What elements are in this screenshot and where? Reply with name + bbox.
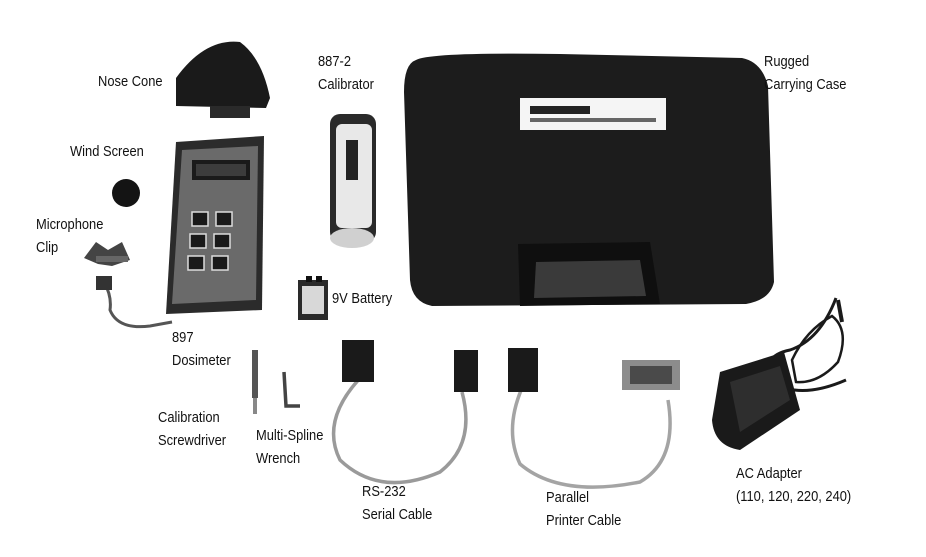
nose-cone-image: [176, 41, 270, 118]
multi-spline-wrench-image: [282, 371, 300, 408]
multi-spline-wrench-label: Multi-Spline Wrench: [256, 427, 324, 467]
microphone-clip-image: [84, 242, 130, 266]
nose-cone-label: Nose Cone: [98, 73, 163, 90]
microphone-clip-label: Microphone Clip: [36, 216, 104, 256]
carrying-case-label: Rugged Carrying Case: [764, 53, 847, 93]
ac-adapter-image: [712, 297, 847, 450]
wind-screen-image: [112, 179, 140, 207]
dosimeter-image: [96, 136, 264, 329]
calibration-screwdriver-image: [252, 350, 258, 414]
battery-label: 9V Battery: [332, 290, 393, 307]
calibrator-label: 887-2 Calibrator: [318, 53, 374, 93]
serial-cable-image: [331, 340, 478, 485]
wind-screen-label: Wind Screen: [70, 143, 144, 160]
ac-adapter-label: AC Adapter (110, 120, 220, 240): [736, 465, 852, 505]
serial-cable-label: RS-232 Serial Cable: [362, 483, 433, 523]
carrying-case-image: [404, 53, 774, 306]
calibrator-image: [330, 114, 376, 248]
printer-cable-image: [508, 348, 680, 489]
printer-cable-label: Parallel Printer Cable: [546, 489, 622, 529]
battery-image: [298, 276, 328, 320]
dosimeter-label: 897 Dosimeter: [172, 329, 231, 369]
calibration-screwdriver-label: Calibration Screwdriver: [158, 409, 227, 449]
